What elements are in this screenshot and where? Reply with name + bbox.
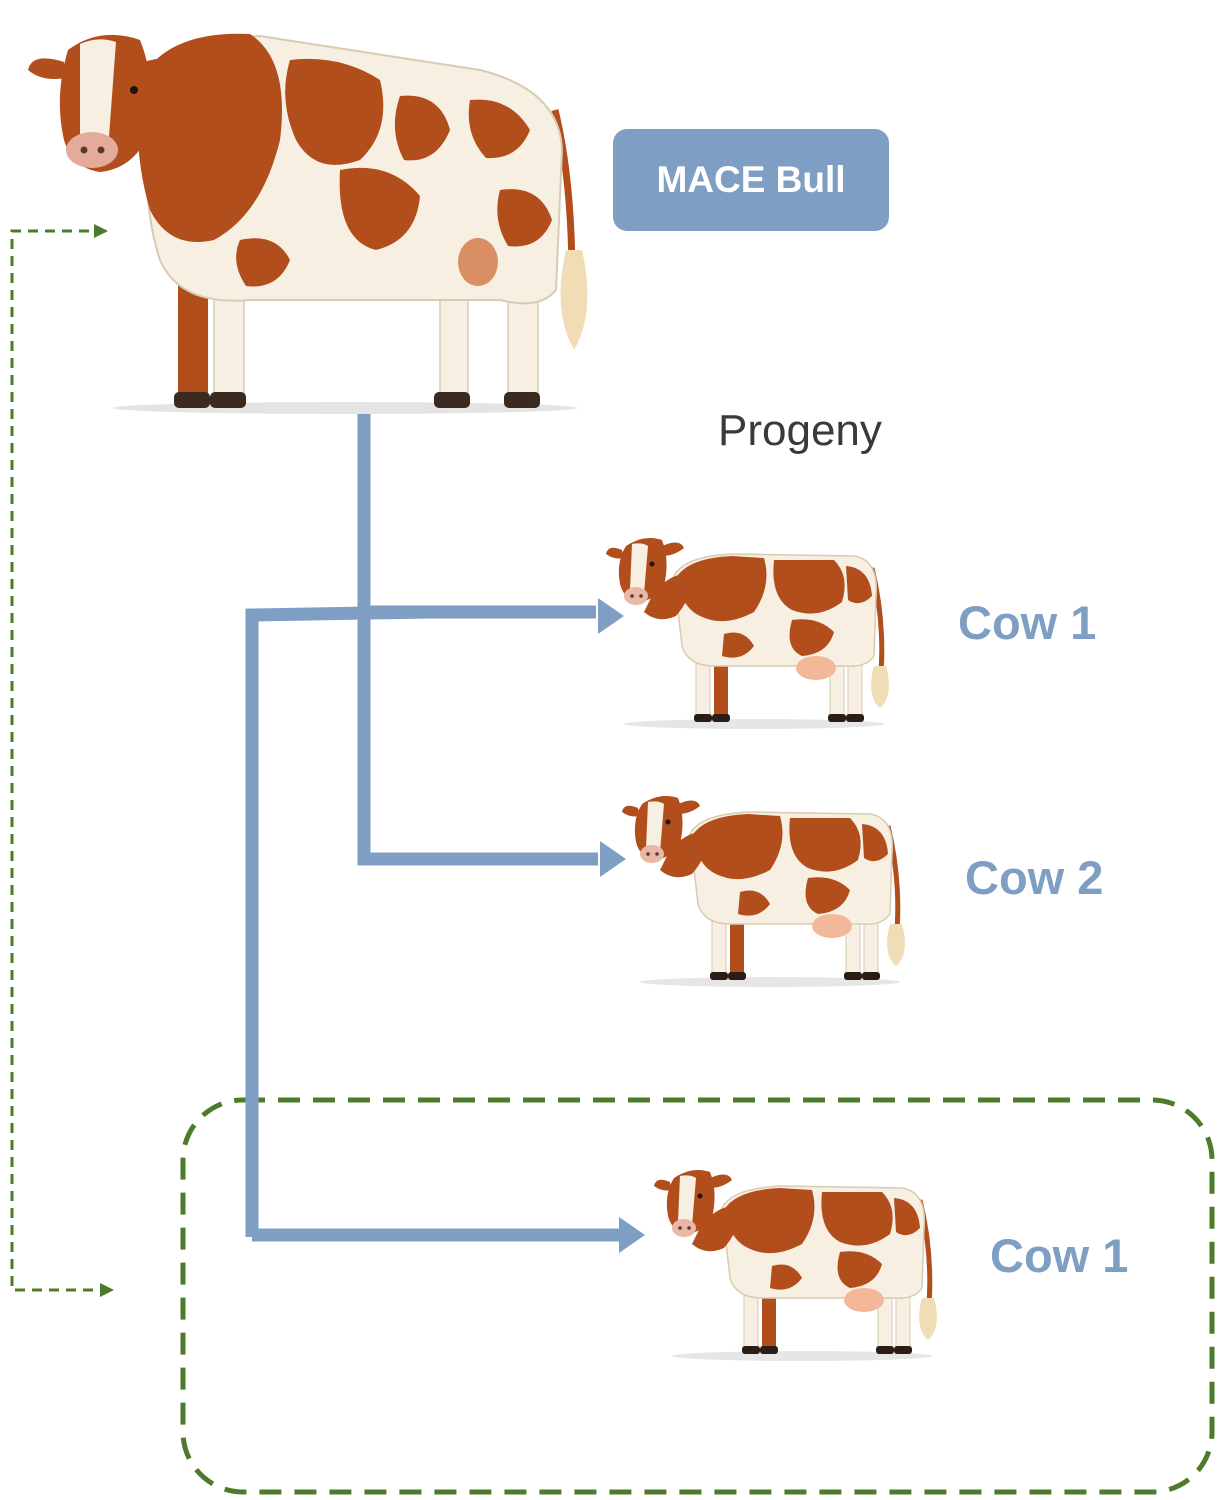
cow-2-illustration <box>622 796 905 987</box>
progeny-label: Progeny <box>718 406 882 455</box>
mace-bull-label: MACE Bull <box>656 159 846 200</box>
connector-to-cow1-highlight <box>245 605 431 1237</box>
bull-illustration <box>28 33 588 414</box>
arrowhead-cow1 <box>598 598 624 634</box>
cow-1-label: Cow 1 <box>958 596 1097 649</box>
mace-bull-badge: MACE Bull <box>613 129 889 231</box>
cow-1-illustration <box>606 538 889 729</box>
arrowhead-to-highlight <box>100 1283 114 1297</box>
arrowhead-cow1-highlight <box>619 1217 645 1253</box>
highlight-dashed-box <box>180 1097 1215 1495</box>
arrowhead-to-bull <box>94 224 108 238</box>
progeny-connectors <box>245 414 626 1242</box>
connector-bull-to-cow2 <box>357 414 598 866</box>
cow-2-label: Cow 2 <box>965 851 1104 904</box>
arrowhead-cow2 <box>600 841 626 877</box>
feedback-dashed-connector <box>10 224 114 1297</box>
cow-1-highlight-illustration <box>654 1170 937 1361</box>
cow-1-highlight-label: Cow 1 <box>990 1229 1129 1282</box>
